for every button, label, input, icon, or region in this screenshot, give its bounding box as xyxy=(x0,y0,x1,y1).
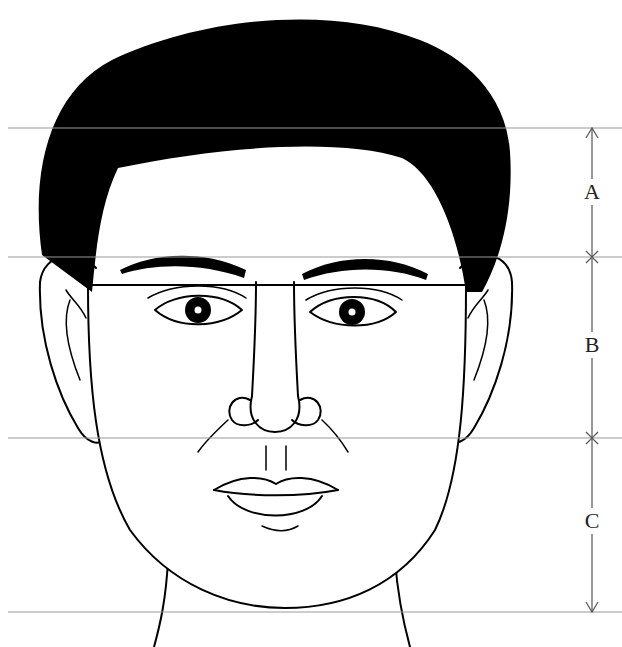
lower-lip xyxy=(228,496,322,516)
mouth-line xyxy=(214,490,338,495)
ear-detail xyxy=(468,290,488,380)
nose-line xyxy=(252,282,256,396)
dimension-arrow xyxy=(586,128,598,138)
guide-line xyxy=(8,127,622,128)
eye xyxy=(310,297,396,326)
hair xyxy=(39,19,511,292)
dimension-arrow xyxy=(586,602,598,612)
guide-line xyxy=(8,611,622,612)
pupil xyxy=(185,297,211,323)
guide-line xyxy=(8,256,622,257)
nostril xyxy=(229,398,258,425)
eye-highlight xyxy=(195,307,202,314)
eyebrow xyxy=(302,259,428,280)
eyebrow xyxy=(120,256,246,278)
nostril xyxy=(292,398,321,425)
eyelid xyxy=(306,288,402,300)
pupil xyxy=(339,299,365,325)
nose-line xyxy=(294,282,298,396)
guide-line xyxy=(8,437,622,438)
dimension-label: C xyxy=(584,508,601,534)
face-outline xyxy=(88,285,466,608)
eyelid xyxy=(148,286,246,298)
cheek-line xyxy=(322,420,348,452)
eye-highlight xyxy=(349,309,356,316)
dimension-label: A xyxy=(583,179,601,205)
nose-tip xyxy=(251,396,300,432)
neck-line xyxy=(154,560,168,647)
upper-lip xyxy=(214,478,338,490)
dimension-tick xyxy=(586,432,598,444)
cheek-line xyxy=(198,420,228,452)
dimension-tick xyxy=(586,251,598,263)
ear-detail xyxy=(66,290,86,380)
philtrum xyxy=(266,446,286,470)
chin-line xyxy=(262,526,298,531)
dimension-label: B xyxy=(584,332,601,358)
eye xyxy=(155,296,242,325)
